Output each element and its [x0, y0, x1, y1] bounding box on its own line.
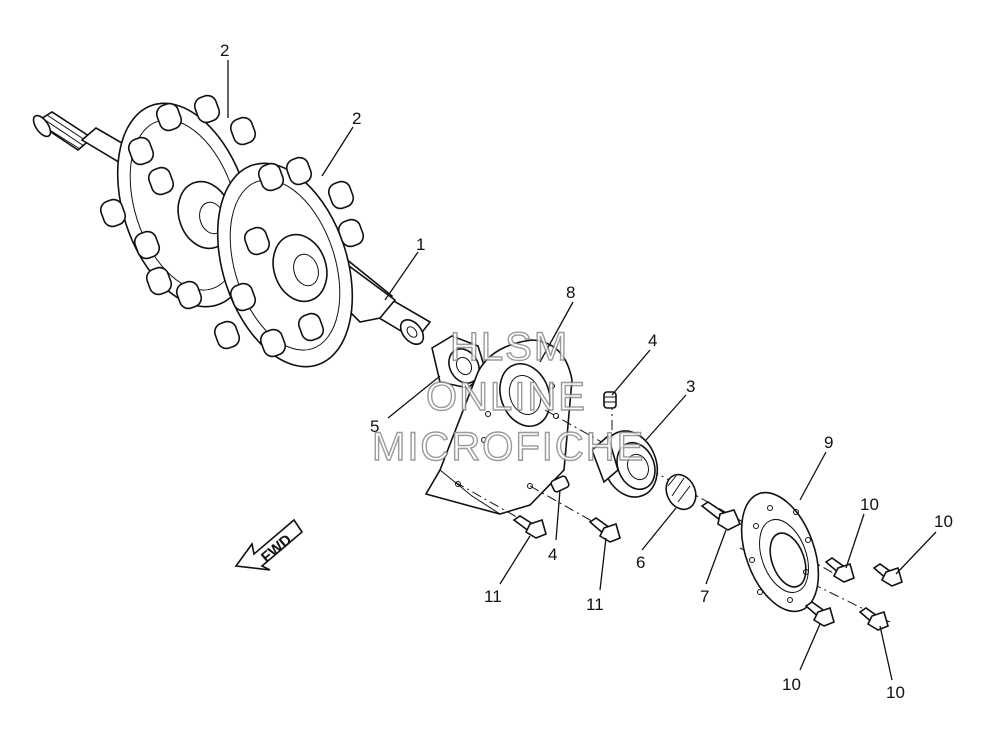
- bolt-11-right: [588, 517, 621, 543]
- callout-numbers: 2 2 1 8 4 3 5 9 10 10 4 6 7 11 11 10 10: [220, 41, 953, 702]
- dowel-pin-lower: [550, 475, 570, 493]
- watermark: HLSM ONLINE MICROFICHE: [371, 324, 645, 469]
- bolt-11-left: [512, 515, 547, 539]
- collar: [665, 473, 697, 511]
- callout-2a: 2: [220, 41, 229, 60]
- drive-shaft-assembly: [32, 94, 432, 368]
- callout-10-a: 10: [860, 495, 879, 514]
- callout-5: 5: [370, 417, 379, 436]
- callout-8: 8: [566, 283, 575, 302]
- callout-7: 7: [700, 587, 709, 606]
- watermark-line-2: ONLINE: [426, 375, 587, 419]
- callout-10-d: 10: [886, 683, 905, 702]
- callout-6: 6: [636, 553, 645, 572]
- watermark-line-3: MICROFICHE: [372, 425, 645, 469]
- callout-9: 9: [824, 433, 833, 452]
- callout-10-c: 10: [782, 675, 801, 694]
- bolt-10-b: [872, 563, 903, 587]
- callout-10-b: 10: [934, 512, 953, 531]
- end-plate: [740, 491, 820, 613]
- bearing-housing: [424, 339, 573, 515]
- bolt-10-a: [824, 557, 855, 583]
- callout-1: 1: [416, 235, 425, 254]
- callout-11-a: 11: [484, 587, 502, 606]
- bearing: [591, 430, 659, 498]
- bolt-10-d: [858, 607, 889, 631]
- lock-nut: [431, 335, 487, 389]
- callout-4-lower: 4: [548, 545, 557, 564]
- callout-3: 3: [686, 377, 695, 396]
- sprocket-right: [213, 156, 365, 368]
- callout-4-upper: 4: [648, 331, 657, 350]
- callout-2b: 2: [352, 109, 361, 128]
- leader-lines: [227, 60, 937, 681]
- bolt-7: [700, 501, 742, 531]
- bolt-10-c: [804, 601, 835, 627]
- dowel-pin-upper: [603, 391, 617, 409]
- watermark-line-1: HLSM: [450, 325, 569, 369]
- forward-direction-arrow: FWD: [234, 518, 304, 571]
- callout-11-b: 11: [586, 595, 604, 614]
